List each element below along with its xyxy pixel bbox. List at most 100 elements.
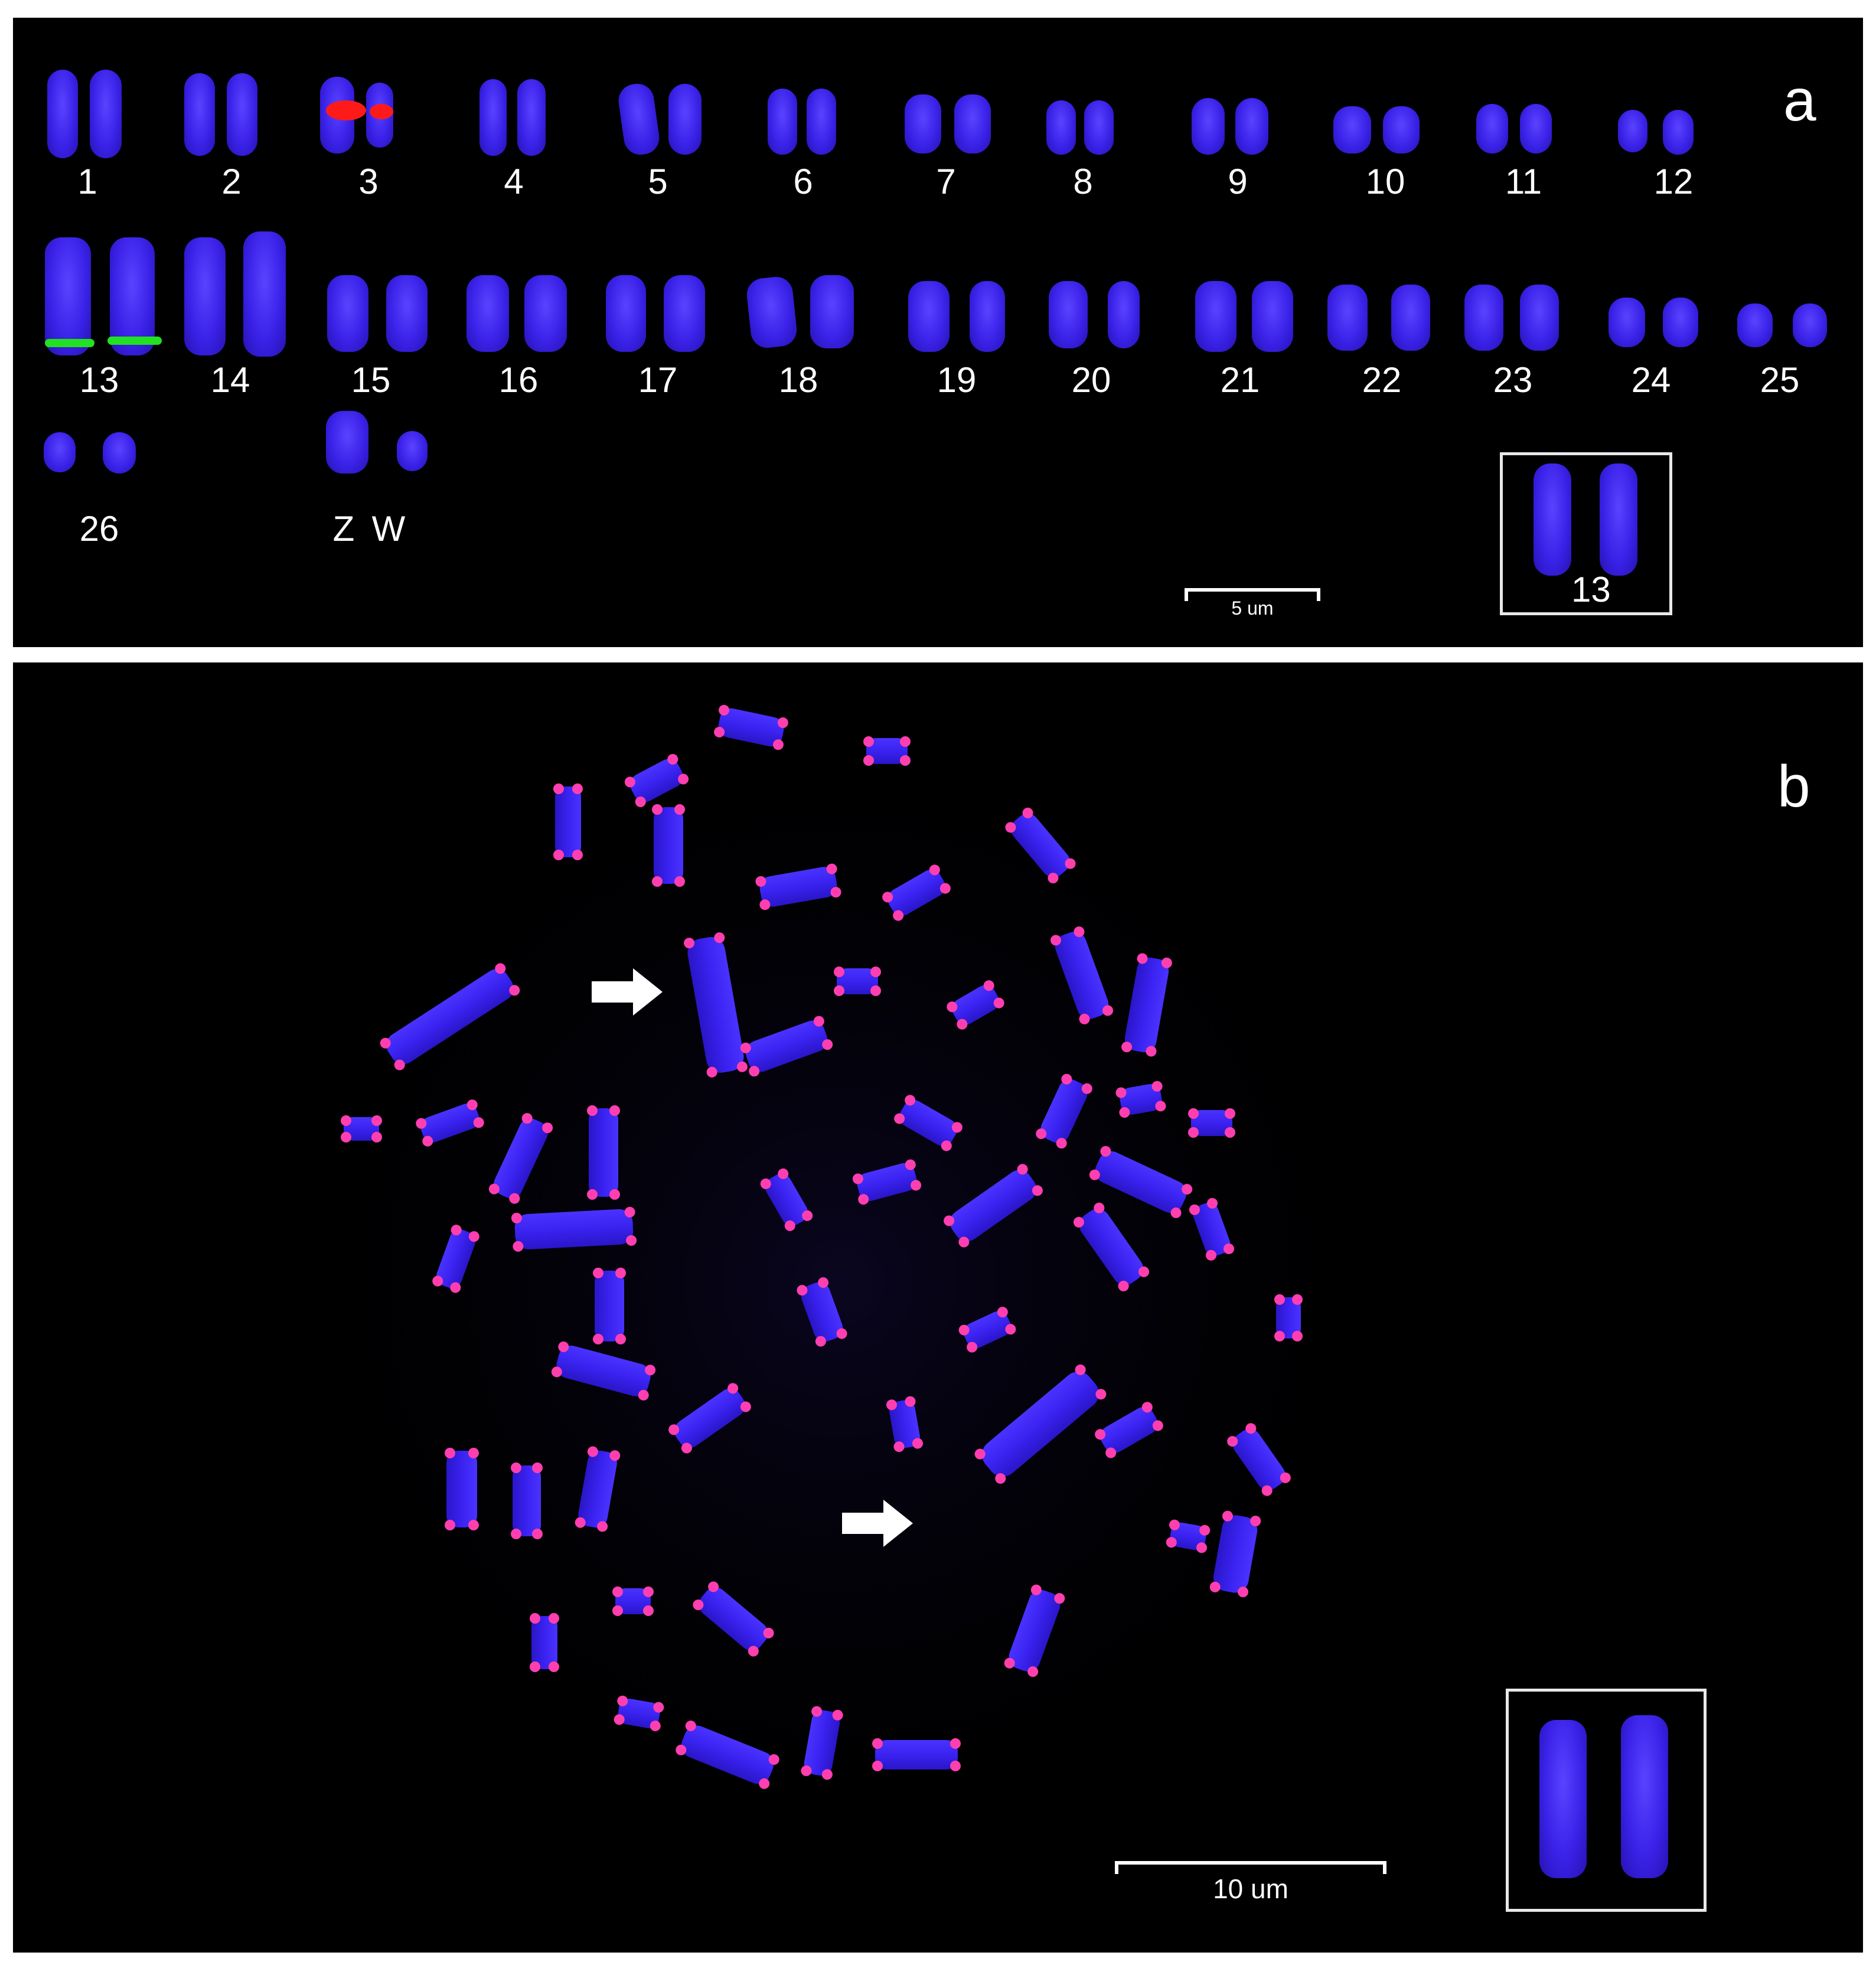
telomere-signal: [834, 985, 844, 996]
chromosome: [886, 1396, 924, 1452]
chromosome-body: [1232, 1429, 1286, 1490]
telomere-signal: [653, 1702, 664, 1713]
telomere-signal: [958, 1324, 970, 1336]
arrow-right-icon: [592, 968, 663, 1016]
telomere-signal: [772, 739, 784, 750]
chromosome-pair-zw: [326, 411, 444, 479]
chromosome: [575, 1446, 621, 1532]
telomere-signal: [832, 1709, 843, 1721]
chromosome: [1089, 1145, 1193, 1219]
panel-a-karyotype: a: [13, 18, 1863, 647]
chromosome: [612, 1586, 654, 1616]
chromatid: [1793, 303, 1827, 347]
telomere-signal: [626, 1235, 637, 1246]
chromosome-body: [745, 1020, 828, 1072]
chromatid: [1383, 106, 1420, 154]
telomere-signal: [815, 1336, 826, 1347]
telomere-signal: [801, 1765, 812, 1777]
telomere-signal: [1274, 1331, 1285, 1341]
telomere-signal: [755, 876, 766, 887]
telomere-signal: [668, 1424, 680, 1435]
chromosome: [760, 1168, 813, 1232]
telomere-signal: [542, 1122, 553, 1134]
chromosome-body: [837, 968, 878, 994]
telomere-signal: [1005, 1324, 1016, 1335]
telomere-signal: [1017, 1164, 1028, 1175]
chromatid: [1737, 303, 1773, 347]
chromosome-label-12: 12: [1653, 162, 1694, 201]
chromosome-body: [899, 1099, 957, 1147]
chromosome-label-25: 25: [1760, 360, 1800, 400]
telomere-signal: [1227, 1436, 1238, 1447]
telomere-signal: [1292, 1294, 1303, 1305]
telomere-signal: [759, 899, 771, 910]
telomere-signal: [575, 1517, 586, 1528]
telomere-signal: [1022, 807, 1033, 818]
chromosome: [1189, 1198, 1235, 1261]
chromatid: [616, 81, 662, 157]
chromosome-body: [1193, 1202, 1231, 1256]
chromosome-label-1: 1: [77, 162, 97, 201]
chromatid-w: [397, 431, 428, 471]
panel-b-metaphase: b 10 um: [13, 662, 1863, 1953]
telomere-signal: [1152, 1420, 1163, 1431]
telomere-signal: [1161, 957, 1172, 968]
chromosome-pair-22: [1327, 285, 1440, 358]
chromosome: [530, 1613, 559, 1672]
chromosome-body: [578, 1450, 617, 1528]
telomere-signal: [830, 887, 841, 898]
chromosome: [1121, 953, 1172, 1057]
chromosome-label-w: W: [371, 509, 406, 549]
chromosome-label-2: 2: [221, 162, 242, 201]
telomere-signal: [905, 1159, 916, 1170]
chromosome-body: [759, 867, 837, 907]
telomere-signal: [1105, 1447, 1117, 1458]
chromosome-label-5: 5: [648, 162, 668, 201]
chromatid: [47, 70, 78, 158]
chromosome-pair-1: [47, 70, 124, 164]
chromosome: [341, 1115, 382, 1142]
telomere-signal: [558, 1341, 569, 1353]
telomere-signal: [1166, 1537, 1177, 1548]
chromatid: [768, 89, 797, 155]
telomere-signal: [1056, 1138, 1067, 1149]
chromosome: [676, 1721, 779, 1789]
telomere-signal: [740, 1401, 751, 1412]
chromatid: [327, 275, 368, 352]
telomere-signal: [870, 967, 881, 977]
nucleus-halo: [249, 692, 1430, 1873]
telomere-signal: [1100, 1145, 1111, 1157]
telomere-signal: [759, 1778, 770, 1789]
telomere-signal: [1030, 1584, 1042, 1595]
telomere-signal: [614, 1714, 625, 1725]
chromosome-pair-14: [184, 231, 302, 361]
telomere-signal: [1005, 822, 1016, 833]
scale-bar-tick: [1185, 588, 1188, 601]
telomere-signal: [1050, 935, 1061, 946]
chromatid: [1476, 104, 1508, 154]
chromosome-label-17: 17: [638, 360, 678, 400]
telomere-signal: [488, 1183, 500, 1194]
chromatid: [227, 73, 257, 156]
chromosome-label-3: 3: [358, 162, 379, 201]
telomere-signal: [1061, 1073, 1072, 1085]
chromatid: [1520, 104, 1552, 154]
telomere-signal: [587, 1189, 598, 1200]
red-signal: [370, 104, 393, 119]
telomere-signal: [676, 1744, 687, 1755]
telomere-signal: [530, 1613, 540, 1624]
telomere-signal: [1089, 1169, 1100, 1180]
telomere-signal: [1048, 873, 1059, 884]
chromosome-pair-21: [1195, 281, 1307, 358]
telomere-signal: [1199, 1524, 1211, 1536]
chromatid: [466, 275, 509, 352]
chromosome-body: [344, 1117, 379, 1141]
telomere-signal: [1151, 1080, 1163, 1092]
telomere-signal: [422, 1135, 433, 1147]
chromatid: [1195, 281, 1236, 352]
telomere-signal: [468, 1448, 479, 1458]
panel-b-letter: b: [1777, 753, 1810, 820]
chromosome: [1166, 1519, 1211, 1553]
chromatid: [905, 94, 941, 154]
chromosome-label-8: 8: [1073, 162, 1093, 201]
